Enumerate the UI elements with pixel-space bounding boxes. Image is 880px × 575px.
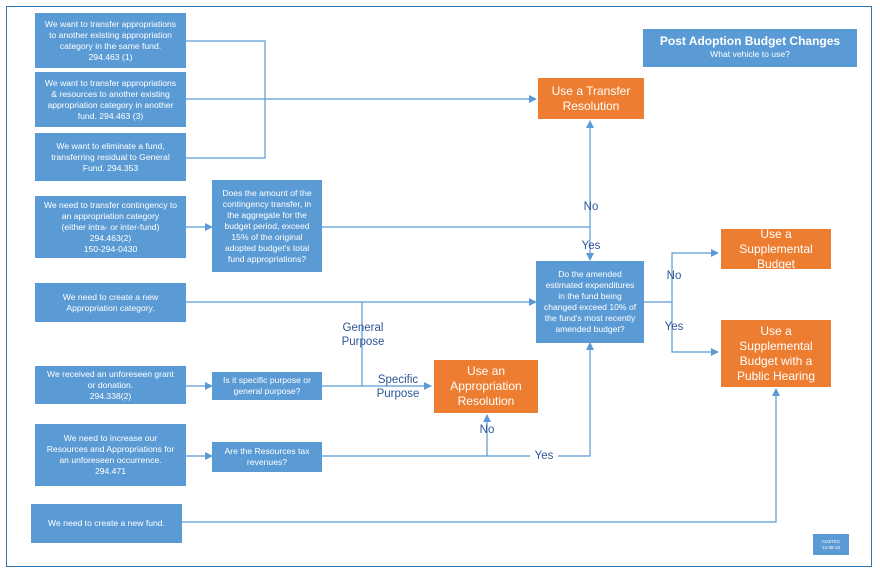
line-tax-yes <box>487 342 594 457</box>
question-contingency-amount: Does the amount of the contingency trans… <box>212 180 322 272</box>
scenario-contingency: We need to transfer contingency to an ap… <box>35 196 186 258</box>
outcome-supplemental-hearing: Use a Supplemental Budget with a Public … <box>721 320 831 387</box>
line-contingency-no <box>322 120 594 228</box>
page-title: Post Adoption Budget Changes <box>659 34 841 48</box>
label-general-purpose: General Purpose <box>341 322 385 348</box>
line-amended-yes <box>671 302 719 356</box>
line-new-fund <box>182 388 780 523</box>
label-yes-tax: Yes <box>530 449 558 463</box>
scenario-increase-resources: We need to increase our Resources and Ap… <box>35 424 186 486</box>
line-amended-no <box>644 249 719 303</box>
title-box: Post Adoption Budget Changes What vehicl… <box>643 29 857 67</box>
scenario-grant: We received an unforeseen grant or donat… <box>35 366 186 404</box>
scenario-new-fund: We need to create a new fund. <box>31 504 182 543</box>
label-no-supplemental: No <box>666 270 682 282</box>
label-no-tax: No <box>479 424 495 436</box>
scenario-new-category: We need to create a new Appropriation ca… <box>35 283 186 322</box>
outcome-transfer-resolution: Use a Transfer Resolution <box>538 78 644 119</box>
question-tax-revenues: Are the Resources tax revenues? <box>212 442 322 472</box>
scenario-eliminate-fund: We want to eliminate a fund, transferrin… <box>35 133 186 181</box>
question-amended-expenditures: Do the amended estimated expenditures in… <box>536 261 644 343</box>
scenario-transfer-same-fund: We want to transfer appropriations to an… <box>35 13 186 68</box>
label-yes-hearing: Yes <box>664 321 684 333</box>
document-stamp: CUSTEC 12-08-16 <box>813 534 849 555</box>
line-tax-no <box>322 414 491 457</box>
page-subtitle: What vehicle to use? <box>710 49 790 59</box>
diagram-frame <box>6 6 872 567</box>
scenario-transfer-another-fund: We want to transfer appropriations & res… <box>35 72 186 127</box>
label-specific-purpose: Specific Purpose <box>376 374 420 400</box>
label-no-transfer: No <box>583 201 599 213</box>
label-yes-contingency: Yes <box>581 240 601 252</box>
outcome-appropriation-resolution: Use an Appropriation Resolution <box>434 360 538 413</box>
outcome-supplemental-budget: Use a Supplemental Budget <box>721 227 831 271</box>
question-purpose: Is it specific purpose or general purpos… <box>212 372 322 400</box>
